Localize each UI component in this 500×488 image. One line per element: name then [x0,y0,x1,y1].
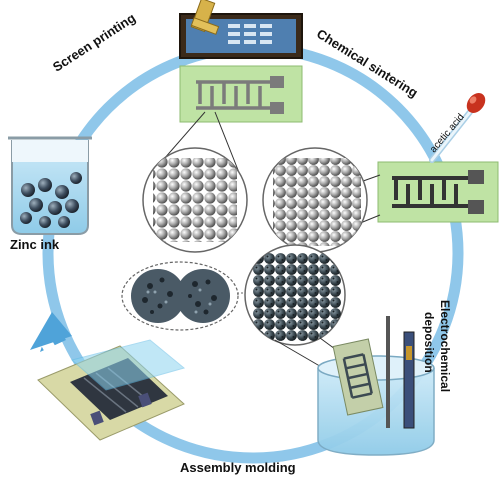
assembled-device-icon [37,339,186,441]
printed-electrode [179,65,303,123]
zoom-circle-particles [142,147,248,253]
screen-printer-icon [179,0,303,59]
step-label-electrochemical-line1: Electrochemical [438,300,452,393]
sintered-electrode [377,161,499,223]
step-label-electrochemical-line2: deposition [422,312,436,373]
nanostructure-ellipse [121,261,245,331]
electrochemical-cell-icon [317,316,435,456]
label-zinc-ink: Zinc ink [10,237,60,252]
zoom-circle-sintered [262,147,368,253]
dropper-icon [429,93,486,163]
arrow-head-icon [30,312,72,350]
step-label-assembly-molding: Assembly molding [180,460,296,475]
zoom-circle-deposited [244,244,346,346]
beaker-icon [8,136,92,235]
